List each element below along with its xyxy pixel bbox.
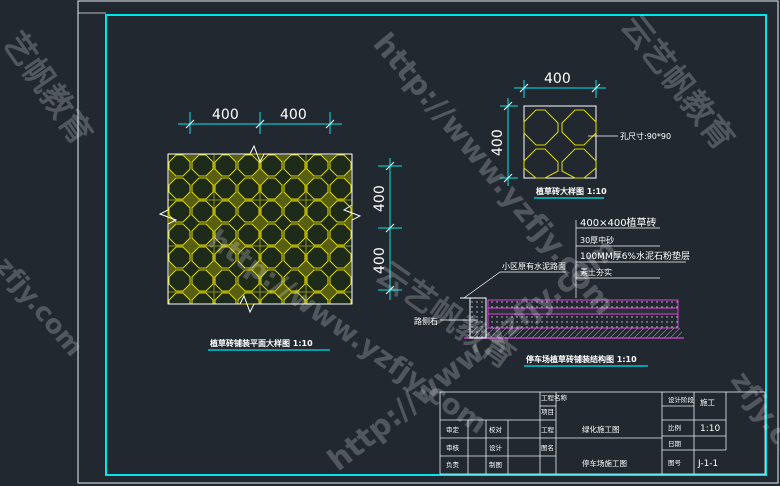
hole-size-label: 孔尺寸:90*90 [620,131,671,141]
break-line-bottom [168,294,352,314]
curb-stone-label: 路侧石 [414,316,438,326]
watermark-domain-1: zfjy.com [0,251,89,362]
tile-dim-top: 400 [544,71,571,87]
tile-detail: 400 400 孔尺寸:90*90 植草砖大样图 1:10 [490,71,671,199]
tb-lead: 负责 [446,460,460,469]
tb-scale-label: 比例 [668,423,681,432]
tb-name-label: 图名 [541,443,554,452]
break-line-right [342,154,362,304]
paving-plan: 400 400 400 400 植草砖铺装平面大样图 1:10 [158,107,402,351]
plan-top-dimension [178,112,342,134]
tb-scale-value: 1:10 [700,424,720,434]
tb-date-label: 日期 [668,440,682,448]
curb-road-leader [463,271,501,299]
paving-tiles [167,153,353,305]
watermark-domain-2: zfjy.com [724,365,780,486]
curb-road-label: 小区原有水泥路面 [502,261,566,271]
break-line-top [168,144,352,164]
tb-design: 设计 [489,443,503,452]
tb-stage-label: 设计阶段 [668,395,695,404]
title-block [439,391,766,475]
layer-2-label: 30厚中砂 [580,235,614,245]
break-line-left [158,154,178,304]
watermark-brand-3: 艺帆教育 [0,25,100,152]
tile-holes [523,109,597,179]
section-caption: 停车场植草砖铺装结构图 1:10 [526,354,637,364]
tile-outline [523,105,597,179]
tb-drawing-name: 停车场施工图 [582,458,627,468]
tb-sheet-label: 图号 [668,459,682,467]
tb-sheet-number: J-1-1 [697,459,718,469]
inner-frame [105,14,767,476]
tb-project-label: 工程名称 [541,393,568,402]
outer-frame [77,0,779,484]
layer-3-label: 100MM厚6%水泥石粉垫层 [580,250,690,262]
tile-dim-left: 400 [490,129,506,156]
curb-stone [469,297,487,339]
plan-right-dimension [378,158,402,300]
paving-section: 400×400植草砖 30厚中砂 100MM厚6%水泥石粉垫层 素土夯实 小区原… [414,216,690,367]
tb-item-label: 项目 [541,408,554,416]
section-soil [468,328,682,338]
plan-dim-right-a: 400 [372,185,388,212]
tb-draw: 制图 [489,460,502,469]
tb-work-label: 工程 [541,425,555,434]
plan-dim-right-b: 400 [372,247,388,274]
tile-detail-dim-top [514,80,606,98]
tb-review: 审核 [446,443,460,452]
tb-project-name: 绿化施工图 [582,424,620,434]
tb-approve: 审定 [446,425,460,434]
detail-caption: 植草砖大样图 1:10 [535,186,607,196]
tb-stage-value: 施工 [700,397,715,407]
tile-detail-dim-left [500,98,518,186]
tb-check: 校对 [489,425,503,434]
plan-dim-top-b: 400 [280,107,307,123]
plan-caption: 植草砖铺装平面大样图 1:10 [209,338,313,348]
layer-1-label: 400×400植草砖 [580,216,657,229]
plan-dim-top-a: 400 [212,107,239,123]
layer-4-label: 素土夯实 [580,267,612,277]
